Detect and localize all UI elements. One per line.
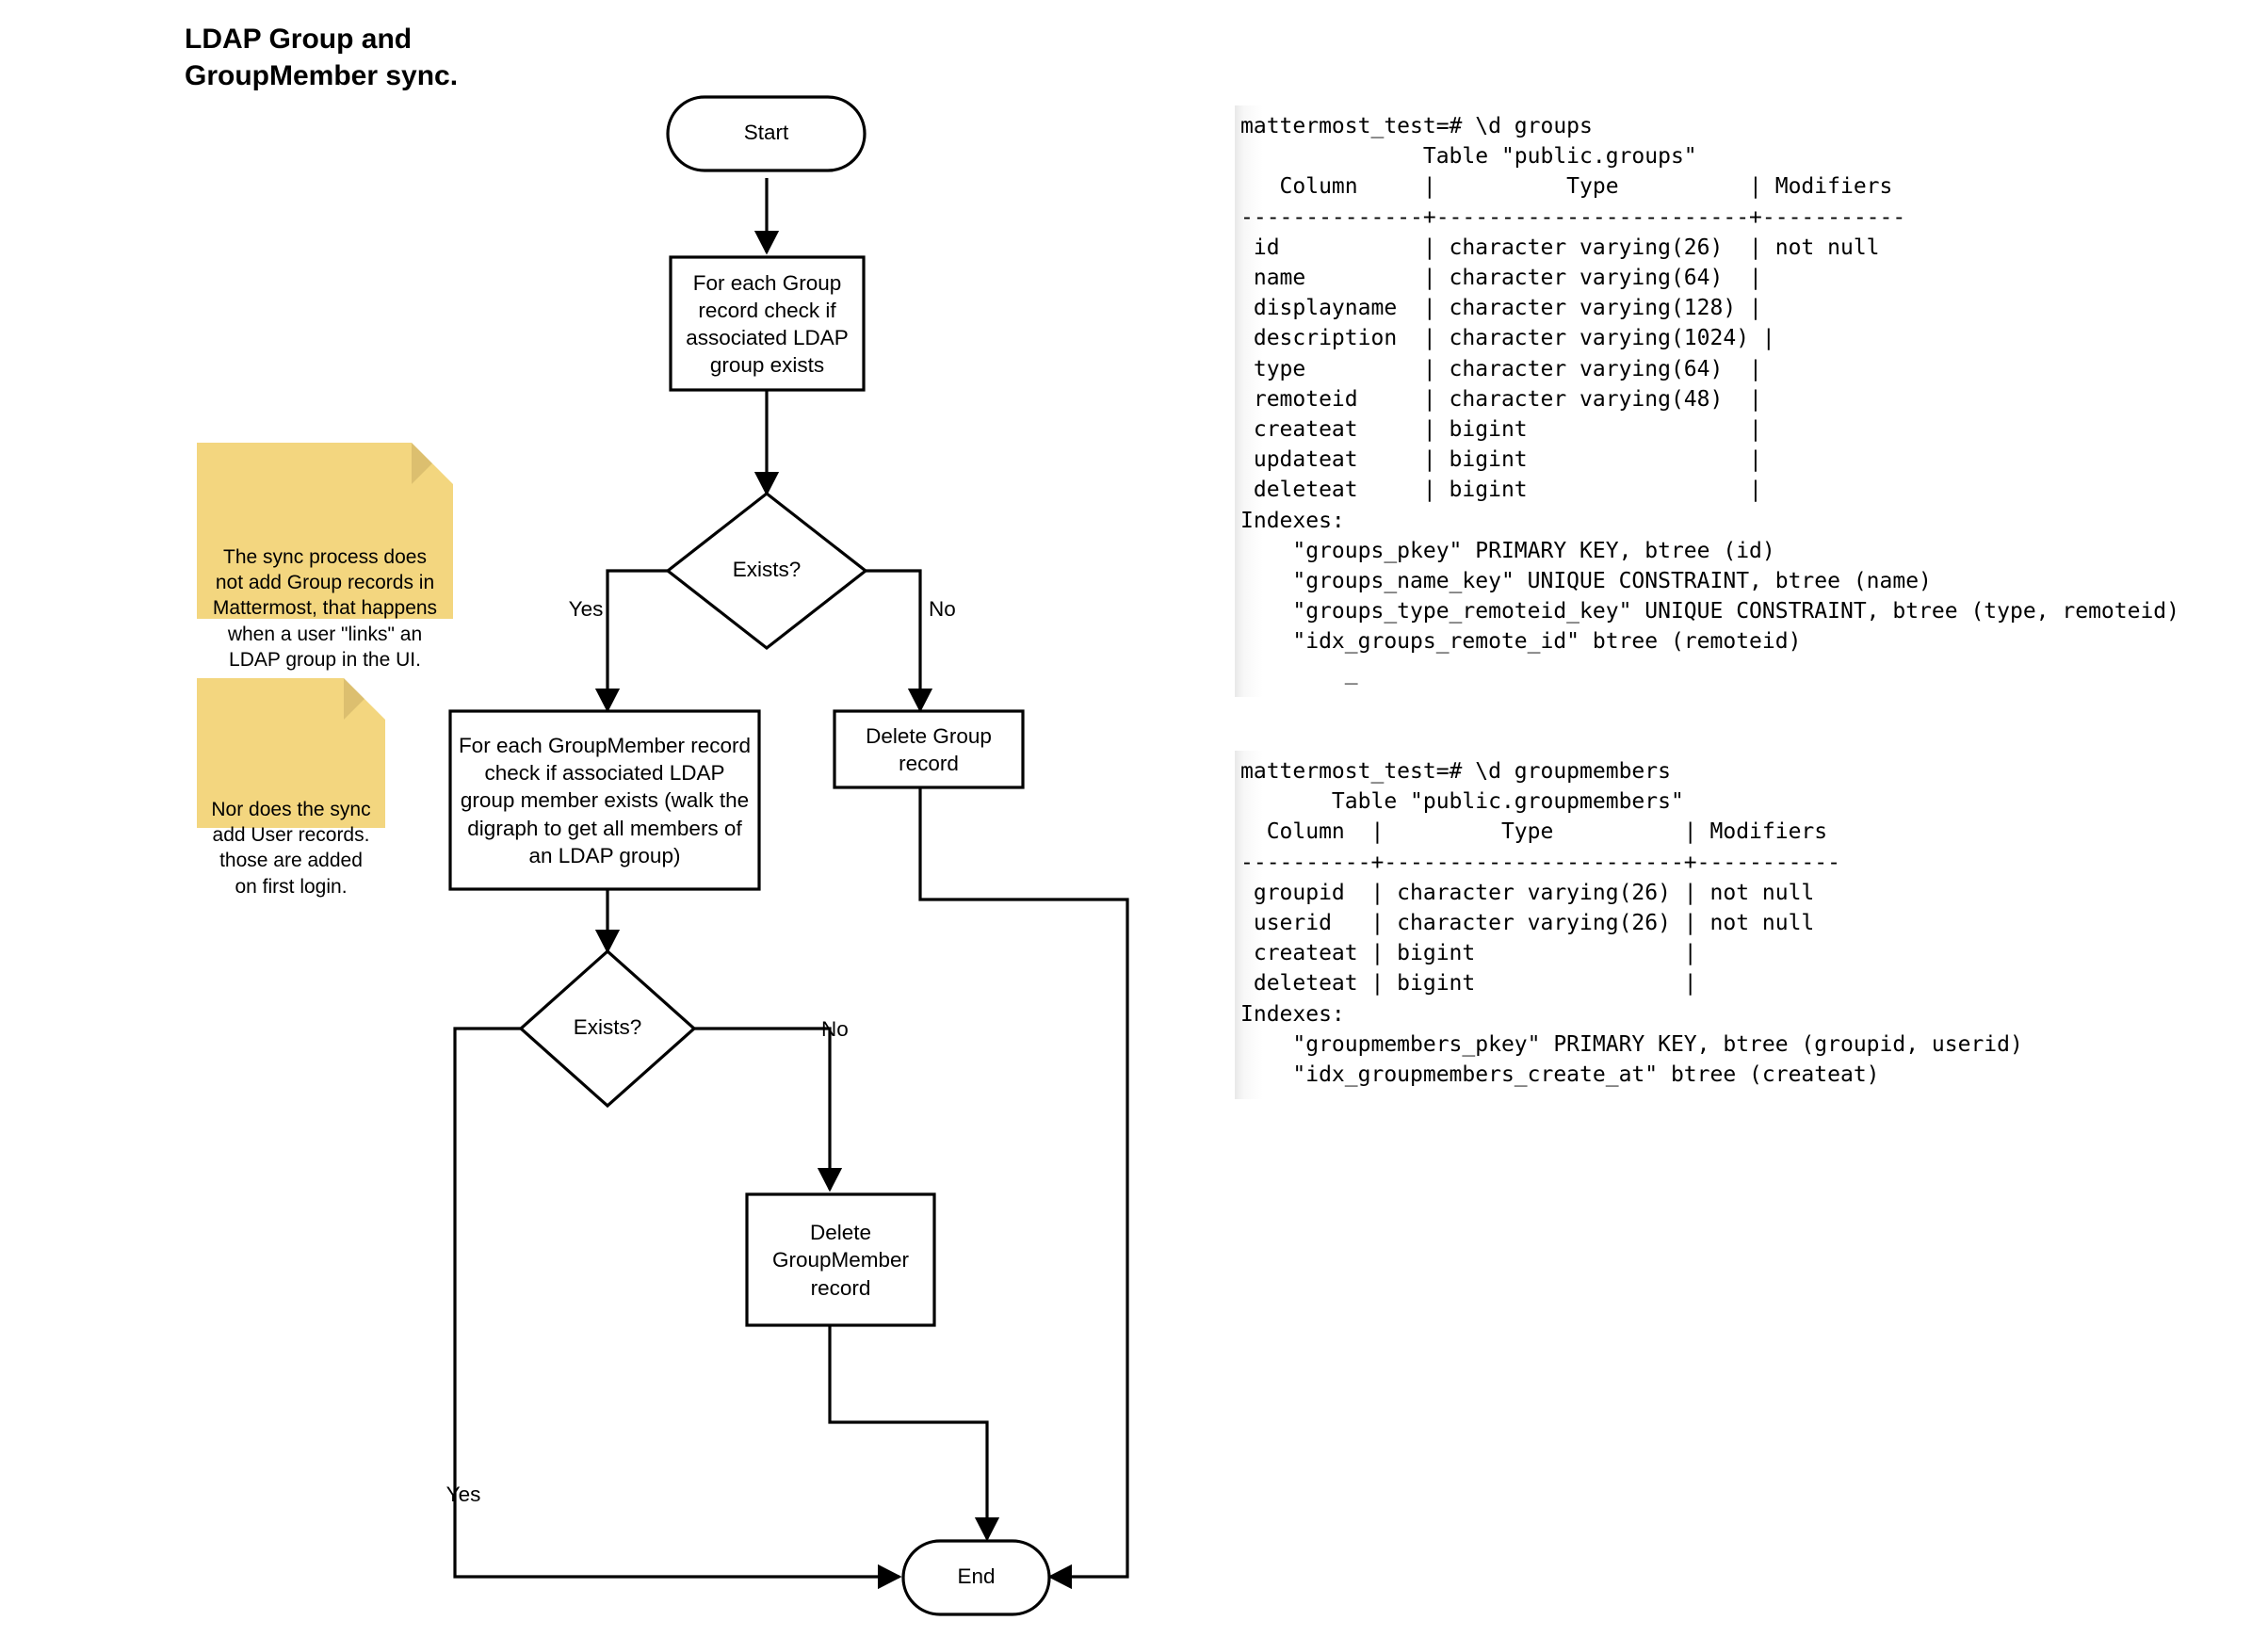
node-exists-1-label: Exists? — [733, 558, 802, 581]
edge-exists1-yes — [594, 569, 668, 713]
node-delete-groupmember[interactable] — [745, 1192, 936, 1327]
sticky-note-corner-icon — [412, 443, 453, 484]
sticky-note-corner-icon — [344, 678, 385, 720]
node-delete-groupmember-text: Delete GroupMember record — [772, 1221, 909, 1300]
edge-label-exists2-yes: Yes — [446, 1483, 481, 1506]
edge-label-exists1-yes: Yes — [569, 597, 604, 621]
sticky-note-1-text: The sync process does not add Group reco… — [212, 545, 438, 672]
node-end-label: End — [957, 1564, 995, 1588]
node-delete-group-text: Delete Group record — [866, 724, 992, 775]
edge-label-exists1-no: No — [929, 597, 956, 621]
sticky-note-user-records: Nor does the sync add User records. thos… — [197, 678, 385, 898]
edge-exists2-no — [694, 1027, 843, 1192]
edge-delete-group-to-end — [918, 787, 1129, 1590]
edge-exists2-yes — [453, 1027, 902, 1590]
sticky-note-group-records: The sync process does not add Group reco… — [197, 443, 453, 671]
node-end[interactable] — [901, 1539, 1051, 1616]
node-check-groupmember[interactable] — [448, 709, 761, 891]
terminal-cursor-icon: _ — [1240, 659, 1358, 685]
sticky-note-2-text: Nor does the sync add User records. thos… — [211, 798, 371, 898]
node-check-group[interactable] — [669, 255, 866, 392]
node-delete-group[interactable] — [833, 709, 1025, 789]
node-exists-2-label: Exists? — [574, 1015, 642, 1039]
node-start-label: Start — [744, 121, 789, 144]
terminal-groupmembers-text: mattermost_test=# \d groupmembers Table … — [1240, 759, 2023, 1088]
terminal-output-groupmembers: mattermost_test=# \d groupmembers Table … — [1235, 751, 2023, 1100]
terminal-output-groups: mattermost_test=# \d groups Table "publi… — [1235, 105, 2179, 697]
node-check-groupmember-text: For each GroupMember record check if ass… — [459, 734, 751, 867]
terminal-groups-text: mattermost_test=# \d groups Table "publi… — [1240, 114, 2179, 655]
node-check-group-text: For each Group record check if associate… — [686, 271, 849, 378]
node-exists-1[interactable] — [665, 491, 868, 651]
page-title: LDAP Group and GroupMember sync. — [185, 24, 459, 91]
flowchart-canvas: Start For each Group record check if ass… — [446, 95, 1129, 1616]
edge-delete-groupmember-to-end — [828, 1325, 1000, 1542]
edge-label-exists2-no: No — [821, 1017, 849, 1041]
node-exists-2[interactable] — [518, 948, 697, 1109]
edge-exists1-no — [866, 569, 933, 713]
node-start[interactable] — [666, 95, 867, 172]
